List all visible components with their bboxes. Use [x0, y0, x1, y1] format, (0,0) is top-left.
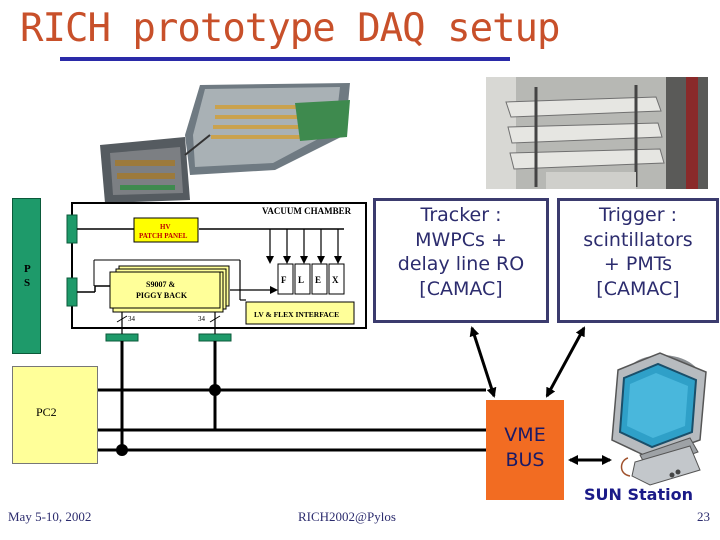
vacuum-chamber-outline: [71, 202, 367, 329]
title-underline: [60, 57, 510, 61]
trigger-box-line2: scintillators: [583, 228, 693, 251]
bus-width-right: 34: [198, 315, 206, 323]
sun-station-label: SUN Station: [584, 485, 693, 504]
pc2-label: PC2: [36, 405, 57, 419]
power-supply-label: P S: [24, 262, 31, 290]
footer-conference: RICH2002@Pylos: [298, 509, 396, 524]
footer-page-number: 23: [697, 509, 710, 524]
lv-flex-label: LV & FLEX INTERFACE: [254, 310, 339, 319]
flex-blocks: F L E X: [277, 263, 345, 295]
piggy-back-label: PIGGY BACK: [136, 291, 188, 300]
power-supply-bar: [12, 198, 41, 354]
tracker-box-line2: MWPCs +: [415, 228, 507, 251]
flex-letter-l: L: [298, 275, 304, 285]
patch-panel-label: PATCH PANEL: [139, 232, 188, 240]
s9007-label: S9007 &: [146, 280, 175, 289]
bus-width-left: 34: [128, 315, 136, 323]
slide-title: RICH prototype DAQ setup: [20, 6, 561, 51]
trigger-box-line4: [CAMAC]: [596, 277, 680, 300]
experimental-setup-photo: [486, 77, 708, 189]
pc2-box: [12, 366, 98, 464]
hv-label: HV: [160, 223, 171, 231]
electronics-board-photo: [100, 83, 350, 203]
hv-patch-panel: [133, 217, 199, 243]
tracker-box-line4: [CAMAC]: [419, 277, 503, 300]
lv-flex-interface: [245, 301, 355, 325]
vme-bus-line1: VME: [504, 424, 546, 446]
tracker-box: Tracker : MWPCs + delay line RO [CAMAC]: [373, 198, 549, 323]
trigger-box-line3: + PMTs: [603, 253, 673, 275]
ps-label-line1: P: [24, 263, 31, 275]
tracker-box-line3: delay line RO: [397, 253, 525, 275]
trigger-box: Trigger : scintillators + PMTs [CAMAC]: [557, 198, 719, 323]
tracker-box-line1: Tracker :: [420, 204, 502, 226]
vme-bus-label: VME BUS: [486, 423, 564, 473]
flex-letter-e: E: [315, 275, 321, 285]
connector-left-top: [66, 214, 78, 244]
trigger-box-line1: Trigger :: [599, 204, 677, 226]
footer-date: May 5-10, 2002: [8, 509, 92, 524]
vme-bus-box: [486, 400, 564, 500]
s9007-piggy-back: [109, 271, 221, 309]
flex-letter-f: F: [281, 275, 287, 285]
vme-bus-line2: BUS: [505, 449, 545, 471]
sun-workstation-icon: [611, 352, 707, 486]
connector-bottom-right: [198, 333, 232, 342]
connector-left-bottom: [66, 277, 78, 307]
connector-bottom-left: [105, 333, 139, 342]
ps-label-line2: S: [24, 277, 31, 289]
flex-letter-x: X: [332, 275, 339, 285]
vacuum-chamber-label: VACUUM CHAMBER: [262, 206, 352, 216]
